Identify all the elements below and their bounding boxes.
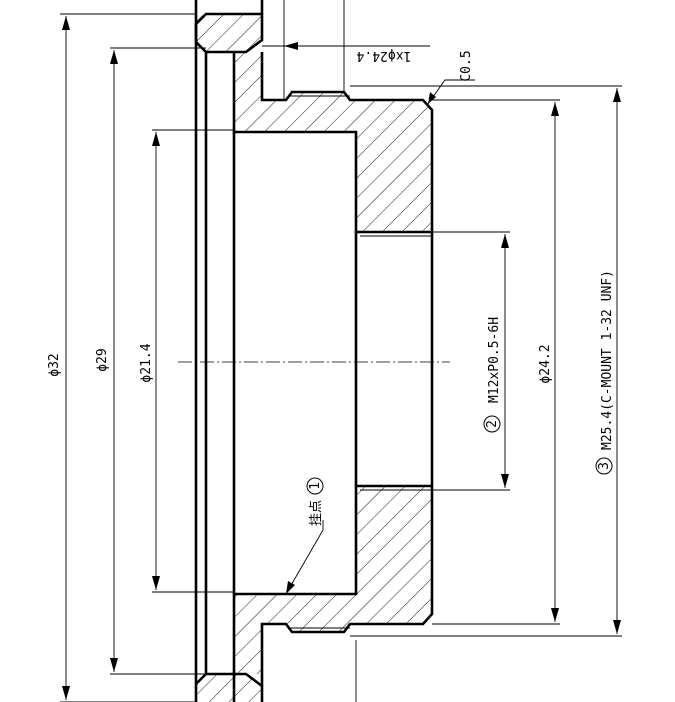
arrow-m12-bottom xyxy=(501,474,509,488)
balloon-2-circle xyxy=(483,415,501,433)
balloon-3-circle xyxy=(595,457,613,475)
label-glue-point: 挂点 xyxy=(309,500,324,526)
dimension-labels: ϕ32 ϕ29 ϕ21.4 M12xP0.5-6H ϕ24.2 M25.4(C-… xyxy=(47,48,615,526)
dimension-lines xyxy=(62,16,621,700)
label-d29: ϕ29 xyxy=(95,348,110,371)
top-flange-outline xyxy=(194,0,264,54)
arrow-chamfer xyxy=(428,92,436,104)
thread-lines xyxy=(290,95,432,629)
top-body-hatch xyxy=(234,52,432,232)
bottom-flange-hatch xyxy=(196,674,262,702)
arrow-c-mount-bottom xyxy=(613,620,621,634)
balloon-3-number: 3 xyxy=(597,462,612,470)
arrow-d29-bottom xyxy=(110,658,118,672)
bore-outline xyxy=(232,52,432,234)
arrow-undercut xyxy=(284,42,298,50)
label-undercut: 1xϕ24.4 xyxy=(356,48,411,63)
balloon-1-circle xyxy=(306,477,324,495)
arrow-m12-top xyxy=(501,234,509,248)
label-d32: ϕ32 xyxy=(47,353,62,376)
arrow-glue-point xyxy=(286,581,295,594)
label-m12: M12xP0.5-6H xyxy=(487,317,502,403)
arrow-d242-bottom xyxy=(551,608,559,622)
leader-glue-point xyxy=(285,520,324,595)
arrow-d214-top xyxy=(152,132,160,146)
section-hatching xyxy=(196,14,432,702)
arrow-d29-top xyxy=(110,50,118,64)
bottom-body-hatch xyxy=(234,486,432,674)
bore-outline-bottom xyxy=(232,484,432,674)
label-chamfer: C0.5 xyxy=(459,50,474,81)
part-outline xyxy=(194,0,434,702)
leaders xyxy=(285,79,475,595)
balloon-2-number: 2 xyxy=(485,420,500,428)
balloon-1-number: 1 xyxy=(308,482,323,490)
top-flange-hatch xyxy=(196,14,262,52)
label-d242: ϕ24.2 xyxy=(538,344,553,383)
balloons: 1 2 3 xyxy=(306,415,613,495)
arrow-d242-top xyxy=(551,102,559,116)
arrow-c-mount-top xyxy=(613,88,621,102)
extension-lines xyxy=(60,0,622,702)
arrow-d32-top xyxy=(62,16,70,30)
label-c-mount: M25.4(C-MOUNT 1-32 UNF) xyxy=(600,270,615,450)
arrow-d32-bottom xyxy=(62,686,70,700)
arrow-d214-bottom xyxy=(152,576,160,590)
bottom-flange-outline xyxy=(195,672,263,688)
label-d214: ϕ21.4 xyxy=(139,343,154,382)
